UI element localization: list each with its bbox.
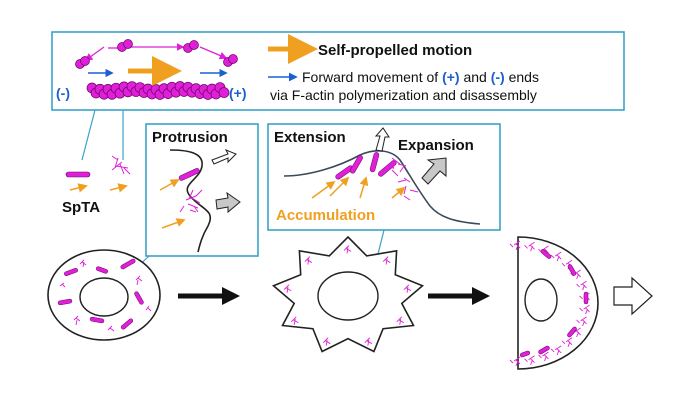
rightward-black-arrow-icon — [178, 287, 240, 305]
legend-box: (-) (+) Self-propelled motion Forward mo… — [51, 31, 625, 111]
gray-expansion-arrow-icon — [421, 157, 447, 185]
expansion-label: Expansion — [398, 137, 474, 154]
spta-label: SpTA — [62, 199, 100, 216]
actin-dimers — [75, 39, 238, 69]
stage-star-cell — [271, 235, 425, 353]
spta-branched-actin — [111, 155, 131, 175]
halfdisc-branched-actin — [576, 316, 587, 327]
halfdisc-branched-actin — [538, 351, 549, 362]
halfdisc-branched-actin — [576, 280, 587, 291]
halfdisc-branched-actin — [524, 241, 535, 252]
rightward-black-arrow-icon-2 — [428, 287, 490, 305]
stage-ring-cell — [47, 249, 161, 341]
extension-label: Extension — [274, 129, 346, 146]
star-branched-actin — [403, 284, 412, 293]
extension-rods — [335, 152, 397, 180]
star-branched-actin — [364, 337, 373, 346]
halfdisc-branched-actin — [538, 245, 549, 256]
protrusion-box: Protrusion — [145, 123, 259, 257]
star-branched-actin — [343, 245, 352, 254]
star-branched-actin — [304, 256, 313, 265]
actin-bead — [218, 87, 230, 98]
circulating-arrows — [84, 43, 228, 61]
halfdisc-branched-actin — [570, 327, 581, 338]
star-branched-actin — [382, 256, 391, 265]
stage-halfdisc-cell — [509, 236, 599, 370]
halfdisc-branched-actin — [509, 356, 521, 367]
extension-arrow-icon — [374, 127, 390, 152]
halfdisc-branched-actin — [550, 251, 562, 262]
extension-membrane — [283, 150, 481, 225]
outline-arrow-icon — [613, 276, 653, 316]
star-branched-actin — [396, 316, 404, 325]
minus-end-label: (-) — [56, 85, 70, 101]
f-actin-filament — [86, 81, 230, 100]
plus-end-label: (+) — [229, 85, 247, 101]
halfdisc-branched-actin — [524, 355, 535, 365]
legend-self-propelled-text: Self-propelled motion — [318, 42, 472, 59]
star-branched-actin — [322, 337, 331, 346]
spta-group: SpTA — [62, 155, 131, 216]
halfdisc-branched-actin — [509, 240, 521, 251]
protrusion-branched-actin — [179, 189, 203, 213]
extension-box: Extension Expansion Accumulation — [267, 123, 501, 231]
halfdisc-branched-actin — [570, 269, 581, 280]
halfdisc-branched-actin — [579, 304, 590, 315]
legend-forward-text: Forward movement of (+) and (-) ends — [302, 69, 539, 85]
legend-forward-text-line2: via F-actin polymerization and disassemb… — [270, 87, 537, 103]
star-branched-actin — [283, 284, 292, 293]
star-branched-actin — [290, 316, 299, 325]
halfdisc-branched-actin — [561, 337, 573, 347]
protrusion-label: Protrusion — [152, 129, 228, 146]
accumulation-label: Accumulation — [276, 207, 375, 224]
halfdisc-branched-actin — [550, 345, 562, 356]
accumulation-arrows — [311, 176, 406, 199]
legend-connectors — [81, 109, 124, 161]
